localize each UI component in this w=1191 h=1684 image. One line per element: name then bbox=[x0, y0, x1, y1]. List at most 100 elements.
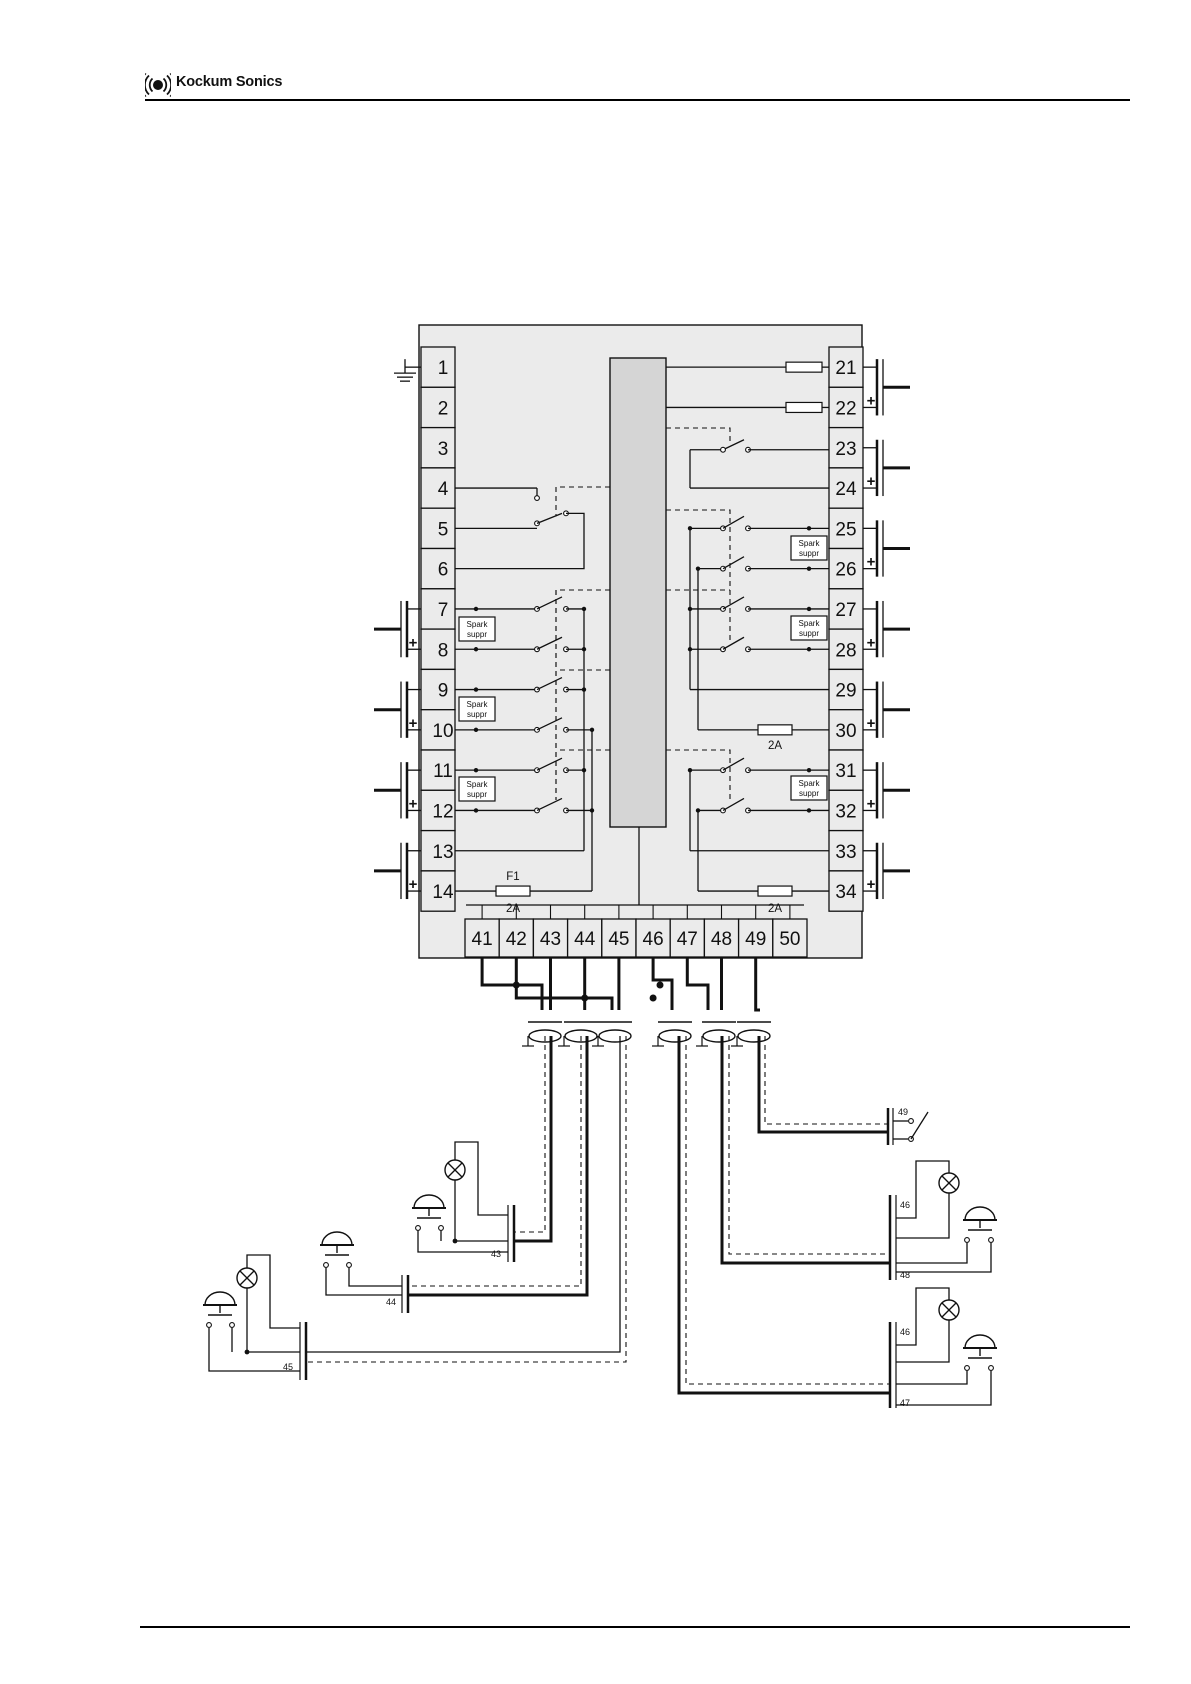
junction-dot bbox=[807, 526, 811, 530]
horn-terminal bbox=[965, 1238, 970, 1243]
left-terminal-label: 3 bbox=[438, 439, 449, 460]
fuse-30-icon bbox=[758, 725, 792, 735]
left-terminal-label: 7 bbox=[438, 600, 449, 621]
plus-sign: + bbox=[409, 634, 418, 651]
device-44-wire bbox=[349, 1268, 402, 1286]
label-term-46b: 46 bbox=[900, 1327, 910, 1337]
fuse-f1-label: F1 bbox=[506, 871, 519, 883]
bottom-terminal-label: 43 bbox=[540, 929, 561, 950]
spark-suppr-label-2: suppr bbox=[799, 549, 819, 558]
junction-dot bbox=[807, 808, 811, 812]
bottom-terminal-label: 47 bbox=[677, 929, 698, 950]
junction-dot bbox=[453, 1239, 458, 1244]
junction-dot bbox=[474, 768, 478, 772]
device-43-wire bbox=[455, 1142, 508, 1215]
left-terminal-label: 6 bbox=[438, 560, 449, 581]
bottom-terminal-label: 46 bbox=[643, 929, 664, 950]
device-46-48-wire bbox=[896, 1243, 967, 1263]
cable-47-core bbox=[679, 1036, 890, 1393]
junction-dot bbox=[513, 982, 520, 989]
junction-dot bbox=[474, 647, 478, 651]
right-terminal-label: 34 bbox=[835, 882, 857, 903]
horn-terminal bbox=[989, 1366, 994, 1371]
switch-arm bbox=[911, 1112, 928, 1139]
external-cabling bbox=[203, 957, 997, 1408]
contact-terminal bbox=[535, 496, 540, 501]
left-terminal-label: 4 bbox=[438, 479, 449, 500]
junction-dot bbox=[807, 566, 811, 570]
label-term-43: 43 bbox=[491, 1249, 501, 1259]
bottom-terminal-label: 45 bbox=[608, 929, 629, 950]
plus-sign: + bbox=[867, 876, 876, 893]
right-terminal-label: 25 bbox=[835, 519, 856, 540]
spark-suppr-label-1: Spark bbox=[467, 620, 489, 629]
spark-suppr-label-1: Spark bbox=[799, 619, 821, 628]
cable-core-49 bbox=[756, 957, 760, 1010]
horn-43 bbox=[414, 1195, 444, 1208]
fuse-30-rating: 2A bbox=[768, 740, 782, 752]
spark-suppr-label-1: Spark bbox=[799, 779, 821, 788]
cable-49-shield bbox=[765, 1036, 888, 1124]
plus-sign: + bbox=[409, 715, 418, 732]
cable-45-shield bbox=[306, 1036, 626, 1362]
cable-45-core bbox=[306, 1036, 620, 1352]
spark-suppr-label-1: Spark bbox=[467, 700, 489, 709]
horn-45 bbox=[205, 1292, 235, 1305]
device-44-wire bbox=[326, 1268, 402, 1295]
plus-sign: + bbox=[867, 795, 876, 812]
footer-divider bbox=[140, 1626, 1130, 1628]
junction-dot bbox=[474, 808, 478, 812]
right-terminal-label: 28 bbox=[835, 640, 856, 661]
cable-core-41 bbox=[482, 957, 542, 1010]
device-45-wire bbox=[247, 1288, 300, 1352]
right-terminal-label: 32 bbox=[835, 801, 856, 822]
horn-46-48 bbox=[965, 1207, 995, 1220]
spark-suppr-label-2: suppr bbox=[467, 630, 487, 639]
horn-terminal bbox=[989, 1238, 994, 1243]
junction-dot bbox=[474, 607, 478, 611]
fuse-icon bbox=[786, 362, 822, 372]
horn-terminal bbox=[347, 1263, 352, 1268]
cable-49-core bbox=[759, 1036, 888, 1132]
fuse-icon bbox=[786, 402, 822, 412]
contact-terminal bbox=[721, 447, 726, 452]
plus-sign: + bbox=[867, 392, 876, 409]
bottom-terminal-label: 49 bbox=[745, 929, 766, 950]
right-terminal-label: 26 bbox=[835, 560, 856, 581]
spark-suppr-label-1: Spark bbox=[799, 539, 821, 548]
bottom-terminal-label: 48 bbox=[711, 929, 732, 950]
right-terminal-label: 33 bbox=[835, 842, 856, 863]
label-term-44: 44 bbox=[386, 1297, 396, 1307]
spark-suppr-label-2: suppr bbox=[799, 629, 819, 638]
bottom-terminal-label: 50 bbox=[779, 929, 800, 950]
horn-terminal bbox=[324, 1263, 329, 1268]
junction-dot bbox=[650, 995, 657, 1002]
left-terminal-label: 8 bbox=[438, 640, 449, 661]
horn-terminal bbox=[230, 1323, 235, 1328]
horn-terminal bbox=[416, 1226, 421, 1231]
label-term-47: 47 bbox=[900, 1398, 910, 1408]
junction-dot bbox=[474, 728, 478, 732]
cable-47-shield bbox=[686, 1036, 890, 1384]
horn-46-47 bbox=[965, 1335, 995, 1348]
right-terminal-label: 27 bbox=[835, 600, 856, 621]
right-terminal-label: 29 bbox=[835, 681, 856, 702]
spark-suppr-label-2: suppr bbox=[799, 789, 819, 798]
label-term-49: 49 bbox=[898, 1107, 908, 1117]
right-terminal-label: 24 bbox=[835, 479, 857, 500]
right-terminal-label: 21 bbox=[835, 358, 856, 379]
junction-dot bbox=[807, 607, 811, 611]
junction-dot bbox=[245, 1350, 250, 1355]
fuse-f1-icon bbox=[496, 886, 530, 896]
cable-core-47 bbox=[687, 957, 708, 1010]
gland-48 bbox=[703, 1030, 735, 1042]
left-terminal-label: 2 bbox=[438, 398, 449, 419]
right-terminal-label: 30 bbox=[835, 721, 856, 742]
bottom-terminal-label: 41 bbox=[472, 929, 493, 950]
fuse-f1-rating: 2A bbox=[506, 903, 520, 915]
device-43-wire bbox=[455, 1180, 508, 1241]
plus-sign: + bbox=[867, 715, 876, 732]
device-45-wire bbox=[247, 1255, 300, 1328]
bottom-terminal-label: 44 bbox=[574, 929, 596, 950]
